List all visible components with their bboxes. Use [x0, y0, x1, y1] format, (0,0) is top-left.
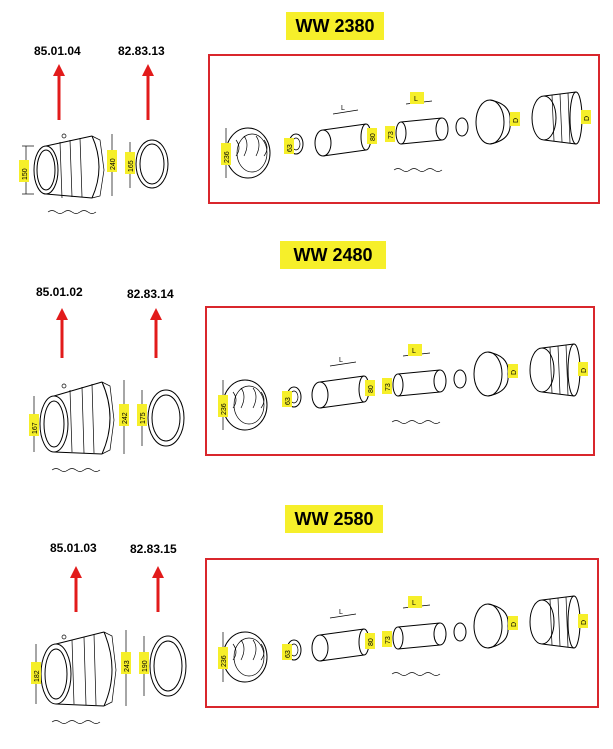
svg-text:242: 242 [122, 412, 129, 424]
section-title: WW 2480 [293, 245, 372, 265]
replacement-parts-frame [208, 54, 600, 204]
part-number-housing: 85.01.02 [36, 285, 83, 299]
guard-ring-drawing: 165 [125, 139, 169, 189]
replacement-parts-frame [205, 306, 595, 456]
guard-ring-drawing: 175 [137, 389, 185, 447]
svg-text:73: 73 [385, 383, 392, 391]
svg-text:80: 80 [370, 133, 377, 141]
part-number-ring: 82.83.15 [130, 542, 177, 556]
arrowhead-icon [150, 308, 162, 320]
svg-text:D: D [511, 622, 518, 627]
section-title-badge [280, 241, 386, 269]
svg-text:63: 63 [287, 144, 294, 152]
arrowhead-icon [70, 566, 82, 578]
exploded-view: 236 63 L 80 L 73 D [221, 91, 591, 179]
replacement-parts-frame [205, 558, 599, 708]
guard-ring-drawing: 190 [139, 635, 187, 697]
part-number-housing: 85.01.03 [50, 541, 97, 555]
svg-text:L: L [412, 600, 416, 607]
arrowhead-icon [53, 64, 65, 76]
part-number-ring: 82.83.14 [127, 287, 174, 301]
svg-text:165: 165 [128, 160, 135, 172]
section-ww-2580: WW 2580 85.01.03 82.83.15 182 243 [31, 505, 599, 724]
svg-text:236: 236 [221, 403, 228, 415]
exploded-view: 236 63 L 80 L 73 D [218, 595, 588, 683]
svg-text:L: L [412, 348, 416, 355]
svg-text:243: 243 [124, 660, 131, 672]
section-title: WW 2380 [295, 16, 374, 36]
svg-text:D: D [584, 116, 591, 121]
section-ww-2480: WW 2480 85.01.02 82.83.14 167 242 [29, 241, 595, 472]
section-title-badge [285, 505, 383, 533]
svg-text:L: L [341, 105, 345, 112]
arrowhead-icon [152, 566, 164, 578]
svg-text:L: L [339, 357, 343, 364]
svg-text:190: 190 [142, 660, 149, 672]
guard-housing-drawing: 167 242 [29, 380, 129, 472]
arrowhead-icon [56, 308, 68, 320]
section-title-badge [286, 12, 384, 40]
svg-text:63: 63 [285, 650, 292, 658]
svg-text:D: D [511, 370, 518, 375]
svg-text:D: D [581, 620, 588, 625]
svg-text:73: 73 [388, 131, 395, 139]
svg-text:63: 63 [285, 397, 292, 405]
section-ww-2380: WW 2380 85.01.04 82.83.13 150 240 [19, 12, 600, 214]
part-number-housing: 85.01.04 [34, 44, 81, 58]
svg-text:240: 240 [110, 158, 117, 170]
arrowhead-icon [142, 64, 154, 76]
svg-text:80: 80 [368, 385, 375, 393]
svg-text:73: 73 [385, 636, 392, 644]
svg-text:L: L [339, 609, 343, 616]
guard-housing-drawing: 182 243 [31, 630, 131, 724]
svg-text:175: 175 [140, 412, 147, 424]
svg-text:D: D [513, 118, 520, 123]
section-title: WW 2580 [294, 509, 373, 529]
part-number-ring: 82.83.13 [118, 44, 165, 58]
svg-text:236: 236 [224, 151, 231, 163]
svg-text:167: 167 [32, 422, 39, 434]
svg-text:150: 150 [22, 168, 29, 180]
svg-text:L: L [414, 96, 418, 103]
exploded-view: 236 63 L 80 L 73 D [218, 343, 588, 431]
svg-text:182: 182 [34, 670, 41, 682]
svg-text:D: D [581, 368, 588, 373]
svg-text:236: 236 [221, 655, 228, 667]
svg-text:80: 80 [368, 638, 375, 646]
guard-housing-drawing: 150 240 [19, 133, 117, 214]
